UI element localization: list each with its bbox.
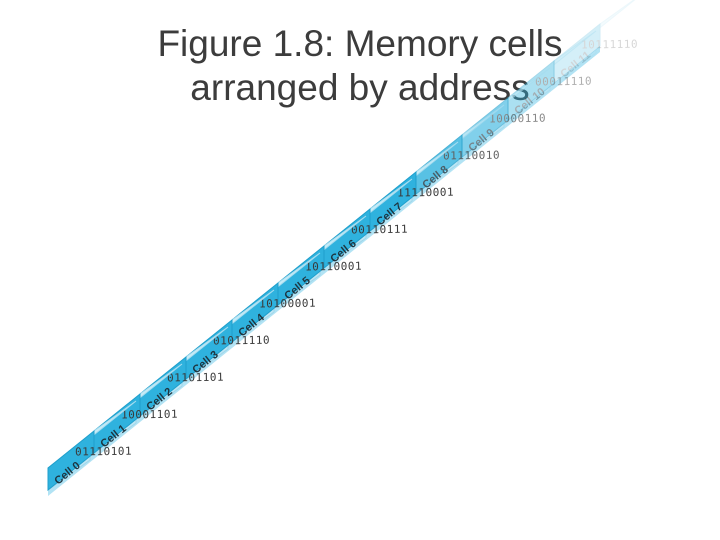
figure-title-line-1: Figure 1.8: Memory cells: [157, 23, 563, 64]
figure-title-line-2: arranged by address: [190, 67, 530, 108]
cell-bits: 10110001: [305, 260, 362, 274]
cell-front: [47, 429, 95, 492]
cell-bits: 01101101: [167, 371, 224, 385]
cell-bits: 10001101: [121, 408, 178, 422]
cell-bits: 10111110: [581, 38, 638, 52]
cell-floor: [553, 0, 636, 62]
cell-bits: 01011110: [213, 334, 270, 348]
strip-base: [48, 46, 600, 496]
cell-bits: 01110101: [75, 445, 132, 459]
cell-bits: 10100001: [259, 297, 316, 311]
figure-title: Figure 1.8: Memory cells arranged by add…: [0, 22, 720, 110]
cell-bits: 00110111: [351, 223, 408, 237]
cell-divider: [553, 30, 597, 84]
cell-front: [553, 22, 601, 85]
cell-bits: 00011110: [535, 75, 592, 89]
cell-bits: 10000110: [489, 112, 546, 126]
cell-bits: 01110010: [443, 149, 500, 163]
cell-bits: 11110001: [397, 186, 454, 200]
